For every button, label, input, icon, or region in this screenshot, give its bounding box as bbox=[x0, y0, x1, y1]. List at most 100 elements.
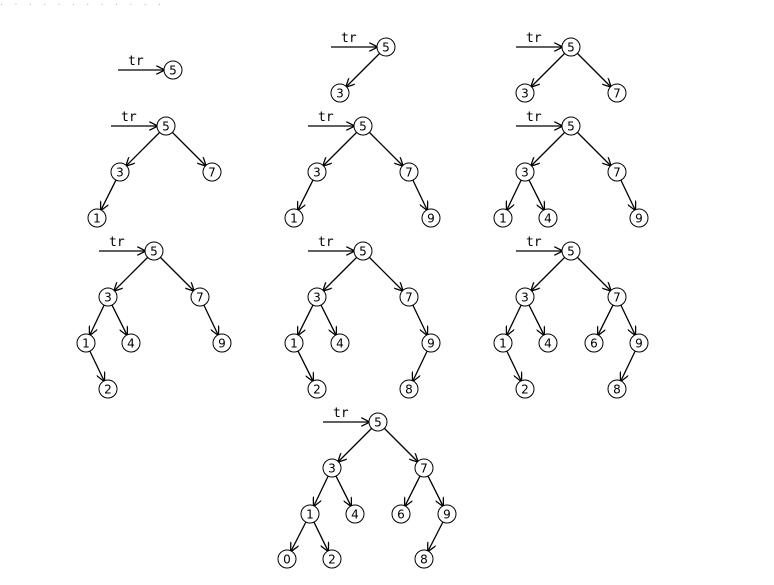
node-3: 3 bbox=[322, 458, 342, 478]
node-3: 3 bbox=[307, 287, 327, 307]
tr-pointer-label: tr bbox=[526, 110, 542, 125]
node-3: 3 bbox=[515, 287, 535, 307]
node-label: 9 bbox=[427, 212, 435, 226]
node-label: 3 bbox=[328, 462, 336, 476]
node-6: 6 bbox=[391, 504, 411, 524]
node-5: 5 bbox=[156, 116, 176, 136]
edge-7-9 bbox=[412, 304, 427, 335]
node-4: 4 bbox=[538, 333, 558, 353]
edge-3-1 bbox=[298, 179, 314, 210]
edge-5-7 bbox=[159, 256, 193, 290]
node-circle bbox=[322, 458, 342, 478]
node-label: 3 bbox=[336, 87, 344, 101]
node-circle bbox=[76, 333, 96, 353]
edge-3-4 bbox=[111, 304, 127, 335]
tr-pointer-label: tr bbox=[318, 235, 334, 250]
node-circle bbox=[538, 333, 558, 353]
node-circle bbox=[330, 333, 350, 353]
edge-1-2 bbox=[297, 350, 313, 381]
node-circle bbox=[368, 412, 388, 432]
node-circle bbox=[284, 208, 304, 228]
edge-5-3 bbox=[531, 131, 566, 165]
node-label: 9 bbox=[427, 337, 435, 351]
node-label: 3 bbox=[521, 291, 529, 305]
node-label: 0 bbox=[283, 553, 291, 567]
edge-5-3 bbox=[323, 131, 358, 165]
node-label: 9 bbox=[635, 212, 643, 226]
edge-5-7 bbox=[576, 256, 610, 290]
node-label: 4 bbox=[336, 337, 344, 351]
node-1: 1 bbox=[493, 208, 513, 228]
node-1: 1 bbox=[284, 333, 304, 353]
node-label: 5 bbox=[374, 416, 382, 430]
node-circle bbox=[144, 241, 164, 261]
node-circle bbox=[561, 241, 581, 261]
node-9: 9 bbox=[421, 333, 441, 353]
node-label: 8 bbox=[613, 383, 621, 397]
node-label: 1 bbox=[93, 212, 101, 226]
node-3: 3 bbox=[515, 162, 535, 182]
node-4: 4 bbox=[121, 333, 141, 353]
node-4: 4 bbox=[538, 208, 558, 228]
tr-pointer-label: tr bbox=[121, 110, 137, 125]
node-3: 3 bbox=[330, 83, 350, 103]
node-9: 9 bbox=[212, 333, 232, 353]
node-circle bbox=[538, 208, 558, 228]
tr-pointer-label: tr bbox=[333, 406, 349, 421]
node-5: 5 bbox=[163, 60, 183, 80]
node-9: 9 bbox=[421, 208, 441, 228]
edge-3-1 bbox=[507, 304, 522, 335]
node-8: 8 bbox=[607, 379, 627, 399]
node-5: 5 bbox=[561, 241, 581, 261]
node-circle bbox=[284, 333, 304, 353]
node-1: 1 bbox=[300, 504, 320, 524]
edge-1-2 bbox=[313, 521, 328, 551]
node-label: 7 bbox=[613, 166, 621, 180]
node-5: 5 bbox=[561, 37, 581, 57]
node-circle bbox=[110, 162, 130, 182]
node-7: 7 bbox=[607, 287, 627, 307]
edge-3-1 bbox=[101, 179, 117, 210]
node-3: 3 bbox=[515, 83, 535, 103]
node-circle bbox=[212, 333, 232, 353]
node-circle bbox=[493, 333, 513, 353]
node-circle bbox=[190, 287, 210, 307]
node-label: 7 bbox=[420, 462, 428, 476]
node-circle bbox=[277, 549, 297, 569]
node-0: 0 bbox=[277, 549, 297, 569]
node-circle bbox=[515, 83, 535, 103]
node-label: 5 bbox=[382, 41, 390, 55]
node-label: 3 bbox=[521, 87, 529, 101]
node-circle bbox=[399, 162, 419, 182]
node-label: 1 bbox=[290, 212, 298, 226]
node-2: 2 bbox=[307, 379, 327, 399]
node-label: 5 bbox=[567, 41, 575, 55]
node-1: 1 bbox=[493, 333, 513, 353]
node-circle bbox=[515, 379, 535, 399]
tr-pointer-label: tr bbox=[128, 54, 144, 69]
node-2: 2 bbox=[515, 379, 535, 399]
node-label: 7 bbox=[208, 166, 216, 180]
node-circle bbox=[399, 379, 419, 399]
node-label: 5 bbox=[359, 120, 367, 134]
node-circle bbox=[330, 83, 350, 103]
node-circle bbox=[437, 504, 457, 524]
node-circle bbox=[584, 333, 604, 353]
tr-pointer-label: tr bbox=[318, 110, 334, 125]
node-label: 4 bbox=[544, 212, 552, 226]
node-8: 8 bbox=[399, 379, 419, 399]
node-4: 4 bbox=[330, 333, 350, 353]
node-circle bbox=[307, 287, 327, 307]
edge-7-9 bbox=[412, 179, 427, 210]
node-5: 5 bbox=[368, 412, 388, 432]
edge-1-0 bbox=[291, 521, 307, 551]
node-7: 7 bbox=[190, 287, 210, 307]
node-circle bbox=[163, 60, 183, 80]
node-label: 5 bbox=[359, 245, 367, 259]
edge-7-9 bbox=[620, 304, 635, 335]
